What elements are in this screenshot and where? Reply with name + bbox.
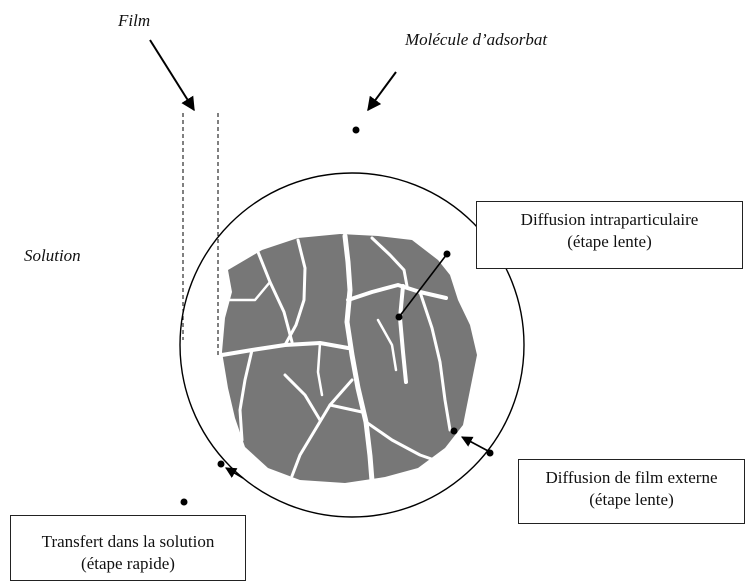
pore-network xyxy=(220,233,452,484)
intra-molecule xyxy=(395,313,403,321)
external-diffusion-box: Diffusion de film externe (étape lente) xyxy=(518,459,745,524)
external-line1: Diffusion de film externe xyxy=(545,468,718,487)
transfer-line1: Transfert dans la solution xyxy=(41,532,215,551)
porous-core xyxy=(222,234,477,483)
film-label: Film xyxy=(118,11,151,30)
intra-line2: (étape lente) xyxy=(567,232,652,251)
transfer-line2: (étape rapide) xyxy=(81,554,175,573)
intra-line1: Diffusion intraparticulaire xyxy=(520,210,699,229)
external-pointer-end xyxy=(486,449,494,457)
transfer-arrow xyxy=(225,467,244,479)
intraparticle-diffusion-box: Diffusion intraparticulaire (étape lente… xyxy=(476,201,743,269)
film-arrow xyxy=(149,39,195,112)
film-molecule xyxy=(217,460,225,468)
molecule-label: Molécule d’adsorbat xyxy=(405,30,548,49)
molecule-arrow xyxy=(367,71,397,112)
adsorbate-molecule xyxy=(352,126,360,134)
transfer-box: Transfert dans la solution (étape rapide… xyxy=(10,515,246,581)
solution-label: Solution xyxy=(24,246,81,265)
intra-pointer-end xyxy=(443,250,451,258)
external-line2: (étape lente) xyxy=(589,490,674,509)
external-diffusion-arrow xyxy=(461,436,491,453)
solution-molecule xyxy=(180,498,188,506)
intra-pointer-line xyxy=(398,253,448,318)
surface-molecule xyxy=(450,427,458,435)
